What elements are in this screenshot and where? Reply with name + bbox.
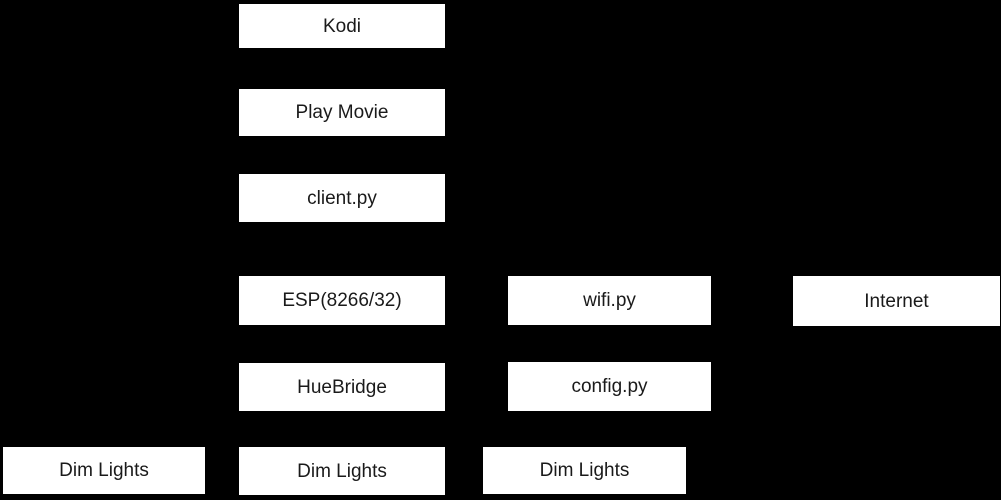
diagram-node-play-movie: Play Movie [239, 89, 445, 136]
diagram-node-kodi: Kodi [239, 4, 445, 48]
diagram-node-config-py: config.py [508, 362, 711, 411]
diagram-node-dim-lights-middle: Dim Lights [239, 447, 445, 495]
diagram-node-esp8266-32: ESP(8266/32) [239, 276, 445, 325]
diagram-node-dim-lights-right: Dim Lights [483, 447, 686, 494]
diagram-node-wifi-py: wifi.py [508, 276, 711, 325]
diagram-node-dim-lights-left: Dim Lights [3, 447, 205, 494]
diagram-node-huebridge: HueBridge [239, 363, 445, 411]
diagram-node-client-py: client.py [239, 174, 445, 222]
diagram-node-internet: Internet [793, 276, 1000, 326]
